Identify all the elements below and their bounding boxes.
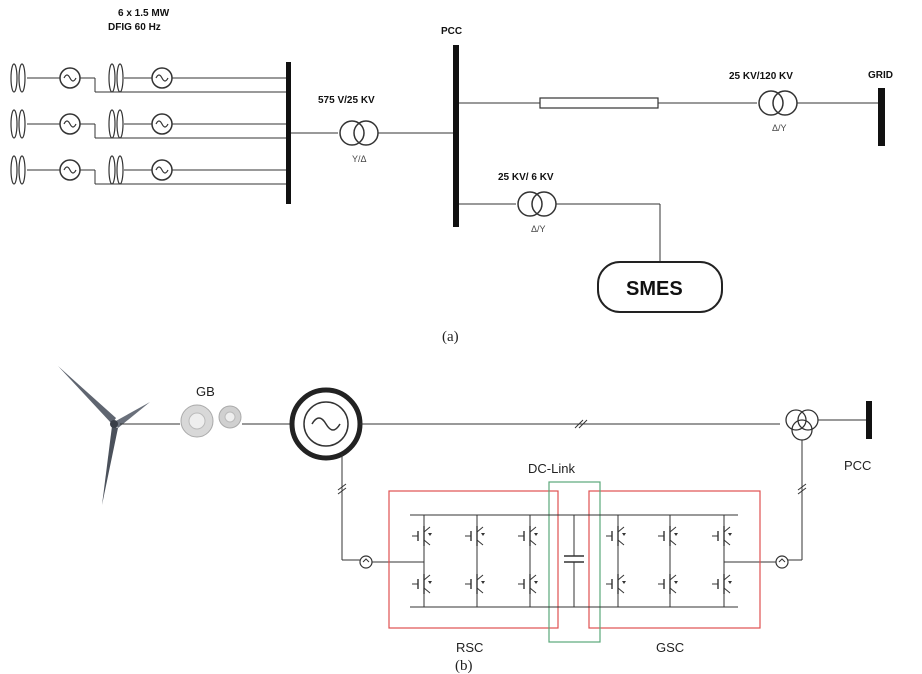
transformer-1-connection: Y/Δ [352, 154, 367, 164]
caption-a: (a) [442, 329, 459, 345]
wind-turbine-icon [58, 366, 150, 505]
grid-bus [878, 88, 885, 146]
part-b: GB PCC [58, 366, 872, 674]
transformer-1 [339, 120, 379, 146]
transformer-2-rating: 25 KV/120 KV [729, 71, 793, 82]
wind-turbine-row-1 [10, 63, 288, 93]
pcc-bus-b [866, 401, 872, 439]
grid-label: GRID [868, 70, 893, 81]
transformer-1-rating: 575 V/25 KV [318, 95, 375, 106]
rsc-switches [410, 515, 539, 607]
wind-turbine-row-3 [10, 155, 288, 185]
transformer-2 [758, 90, 798, 116]
collector-bus [286, 62, 291, 204]
wind-turbine-row-2 [10, 109, 288, 139]
transformer-3-rating: 25 KV/ 6 KV [498, 172, 554, 183]
transformer-3-connection: Δ/Y [531, 224, 546, 234]
rsc-box [388, 490, 559, 629]
wind-farm-label-line1: 6 x 1.5 MW [118, 8, 170, 19]
gsc-switches [605, 515, 740, 607]
wind-farm-label-line2: DFIG 60 Hz [108, 22, 161, 33]
pcc-label: PCC [441, 26, 462, 37]
transmission-line [539, 97, 659, 109]
transformer-2-connection: Δ/Y [772, 123, 787, 133]
dclink-box [548, 481, 601, 643]
three-winding-transformer [785, 409, 819, 441]
dclink-label: DC-Link [528, 461, 575, 476]
pcc-bus [453, 45, 459, 227]
generator-icon [289, 387, 363, 461]
gsc-box [588, 490, 761, 629]
caption-b: (b) [455, 658, 473, 674]
smes-label: SMES [626, 278, 683, 300]
gearbox-icon [180, 404, 242, 438]
part-a: 6 x 1.5 MW DFIG 60 Hz [10, 8, 893, 345]
gearbox-label: GB [196, 384, 215, 399]
transformer-3 [517, 191, 557, 217]
rsc-label: RSC [456, 640, 483, 655]
gsc-label: GSC [656, 640, 684, 655]
pcc-label-b: PCC [844, 458, 871, 473]
smes-block [597, 261, 723, 313]
